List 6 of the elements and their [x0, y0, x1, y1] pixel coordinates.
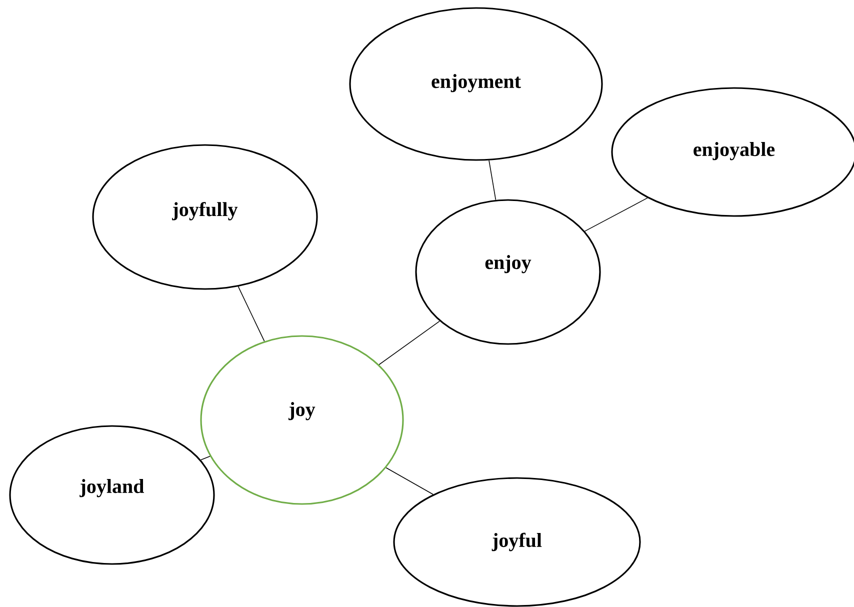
connector-line — [386, 467, 434, 495]
connector-line — [584, 198, 648, 232]
connector-line — [238, 286, 265, 342]
connector-line — [200, 456, 210, 460]
connector-line — [488, 160, 496, 200]
connector-line — [378, 320, 440, 366]
